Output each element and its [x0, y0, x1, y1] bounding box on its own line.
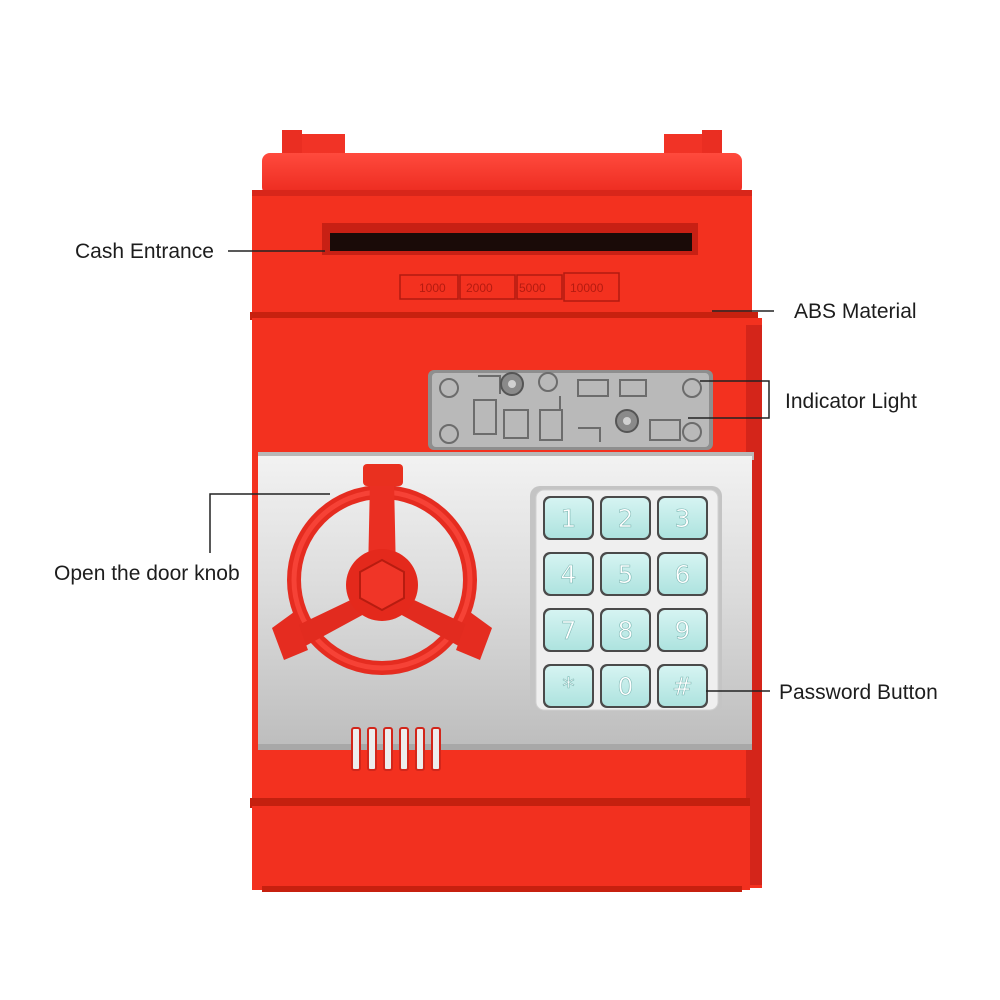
- keypad-key-label: #: [672, 672, 693, 701]
- callout-cash-entrance: Cash Entrance: [75, 240, 214, 263]
- keypad-key-4[interactable]: 4: [543, 552, 594, 596]
- keypad-key-label: 8: [618, 616, 634, 645]
- callout-lines: [209, 250, 774, 692]
- speaker-vent: [351, 727, 441, 771]
- keypad-key-1[interactable]: 1: [543, 496, 594, 540]
- denomination-labels: [399, 272, 620, 302]
- keypad-key-3[interactable]: 3: [657, 496, 708, 540]
- keypad-key-star[interactable]: *: [543, 664, 594, 708]
- keypad-key-label: 0: [618, 672, 634, 701]
- keypad-key-hash[interactable]: #: [657, 664, 708, 708]
- keypad-key-8[interactable]: 8: [600, 608, 651, 652]
- cash-slot: [330, 233, 692, 251]
- denomination-label: 2000: [466, 281, 493, 295]
- callout-password-button: Password Button: [779, 681, 938, 704]
- keypad-key-5[interactable]: 5: [600, 552, 651, 596]
- keypad-key-2[interactable]: 2: [600, 496, 651, 540]
- keypad-key-9[interactable]: 9: [657, 608, 708, 652]
- indicator-light-window: [428, 370, 713, 450]
- keypad-key-0[interactable]: 0: [600, 664, 651, 708]
- keypad: 1 2 3 4 5 6 7 8 9 * 0 #: [530, 486, 722, 714]
- callout-abs-material: ABS Material: [794, 300, 917, 323]
- callout-door-knob: Open the door knob: [54, 562, 240, 585]
- denomination-label: 5000: [519, 281, 546, 295]
- door-knob-icon[interactable]: [272, 464, 492, 675]
- keypad-key-label: 7: [561, 616, 577, 645]
- keypad-key-label: 2: [618, 504, 634, 533]
- keypad-key-label: 1: [561, 504, 577, 533]
- keypad-key-label: 6: [675, 560, 691, 589]
- keypad-key-6[interactable]: 6: [657, 552, 708, 596]
- denomination-label: 10000: [570, 281, 604, 295]
- keypad-key-label: 9: [675, 616, 691, 645]
- upper-body: 1000 2000 5000 10000: [252, 153, 752, 315]
- denomination-label: 1000: [419, 281, 446, 295]
- keypad-key-7[interactable]: 7: [543, 608, 594, 652]
- keypad-key-label: 4: [561, 560, 577, 589]
- keypad-key-label: 3: [675, 504, 691, 533]
- callout-indicator-light: Indicator Light: [785, 390, 917, 413]
- keypad-key-label: *: [562, 672, 575, 701]
- keypad-key-label: 5: [618, 560, 634, 589]
